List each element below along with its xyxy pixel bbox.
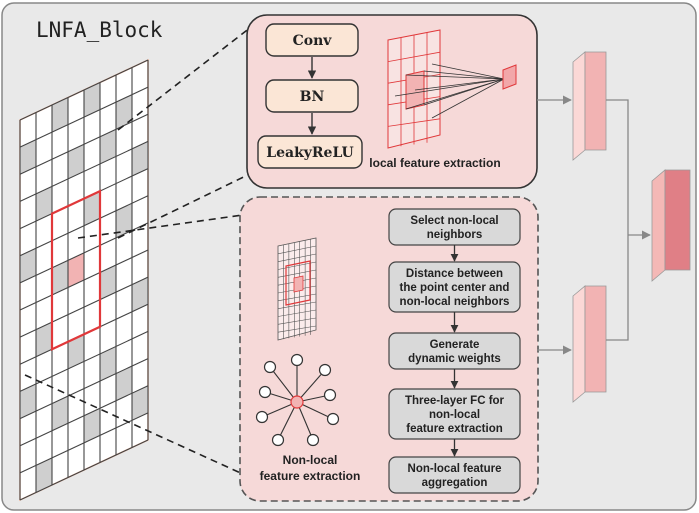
grid-cell-gray [20,248,36,283]
step-label: Distance between [406,268,503,280]
grid-cell-gray [116,366,132,401]
bn-label: BN [300,89,325,105]
grid-cell-gray [36,322,52,357]
grid-cell-gray [116,94,132,130]
nonlocal-caption-line2: feature extraction [260,469,361,483]
conv-label: Conv [293,33,333,49]
grid-cell-gray [68,144,84,179]
grid-cell-gray [84,191,100,226]
grid-cell-gray [100,265,116,300]
neighbor-node [323,388,337,402]
neighbor-node [263,360,277,374]
neighbor-node [306,433,320,447]
step-label: Select non-local [410,215,498,227]
step-label: dynamic weights [408,353,501,365]
step-label: Three-layer FC for [405,395,505,407]
step-label: the point center and [400,282,510,294]
grid-cell-gray [68,334,84,369]
local-feature-caption: local feature extraction [369,156,500,170]
grid-cell-gray [84,82,100,118]
grid-cell-gray [20,383,36,419]
grid-cell-gray [52,396,68,431]
local-feature-grid-icon [387,29,517,149]
neighbor-graph-icon [255,353,340,447]
center-node [290,395,304,409]
grid-cell-gray [36,186,52,222]
step-label: neighbors [427,229,483,241]
step-label: feature extraction [406,423,503,435]
nonlocal-grid-icon [277,237,317,341]
neighborhood-highlight [50,189,102,352]
zoom-lines [24,23,259,476]
conv-box [265,23,359,57]
step-label: non-local neighbors [400,296,510,308]
block-title: LNFA_Block [36,18,163,42]
grid-cell-gray [20,139,36,175]
neighbor-node [255,410,269,424]
leakyrelu-box [257,135,363,169]
grid-cell-gray [116,203,132,238]
grid-cell-gray [132,277,148,312]
grid-cell-gray [132,385,148,421]
grid-cell-gray [100,129,116,164]
feature-map-output [651,169,691,282]
connector-arrows [537,95,651,355]
neighbor-node [326,412,340,426]
neighbor-node [318,363,332,377]
grid-cell-gray [132,141,148,177]
neighbor-node [290,353,304,367]
step-box [388,456,521,494]
feature-map-nonlocal [572,285,607,403]
grid-cell-center [68,252,84,288]
neighbor-node [258,385,272,399]
neighbor-node [271,433,285,447]
grid-cell-gray [100,346,116,382]
step-label: aggregation [422,477,488,489]
grid-cell-gray [52,97,68,133]
step-label: Non-local feature [408,463,502,475]
step-label: non-local [429,409,480,421]
nonlocal-caption-line1: Non-local [283,453,338,467]
step-label: Generate [430,339,480,351]
feature-map-local [572,51,607,161]
grid-cell-gray [84,408,100,443]
point-grid [19,58,149,502]
grid-cell-gray [36,457,52,493]
grid-cell-gray [52,260,68,295]
bn-box [265,79,359,113]
leakyrelu-label: LeakyReLU [266,145,354,161]
